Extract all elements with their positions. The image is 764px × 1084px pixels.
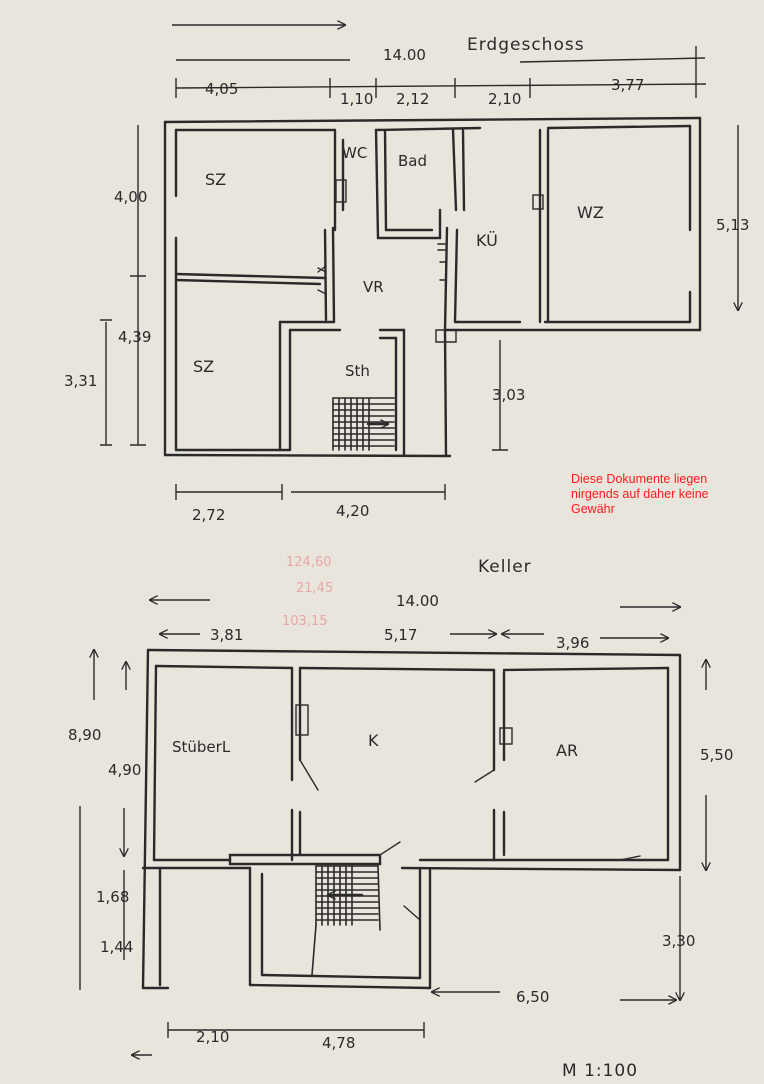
basement-labels: Keller 14.00 StüberL K AR <box>172 557 578 760</box>
ground-floor-plan <box>163 116 702 458</box>
basement-dim-right-lower: 3,30 <box>662 932 695 950</box>
disclaimer-note: Diese Dokumente liegen nirgends auf dahe… <box>571 472 756 517</box>
room-sth: Sth <box>345 362 370 380</box>
basement-dim-top-1: 3,81 <box>210 626 243 644</box>
basement-dim-left-lower-2: 1,44 <box>100 938 133 956</box>
basement-fixtures <box>295 704 641 921</box>
ground-floor-total-width: 14.00 <box>383 46 426 64</box>
dim-left-lower: 3,31 <box>64 372 97 390</box>
room-stueberl: StüberL <box>172 738 231 756</box>
dim-left-mid: 4,39 <box>118 328 151 346</box>
room-bad: Bad <box>398 152 427 170</box>
basement-dim-top-2: 5,17 <box>384 626 417 644</box>
room-vr: VR <box>363 278 384 296</box>
dim-top-3: 2,12 <box>396 90 429 108</box>
ground-floor-title: Erdgeschoss <box>467 35 585 55</box>
basement-dim-left-lower-1: 1,68 <box>96 888 129 906</box>
ground-floor-walls <box>163 116 702 458</box>
dim-top-1: 4,05 <box>205 80 238 98</box>
dim-top-2: 1,10 <box>340 90 373 108</box>
ground-floor-labels: Erdgeschoss 14.00 SZ SZ WC Bad KÜ WZ VR … <box>193 35 604 380</box>
dim-left-upper: 4,00 <box>114 188 147 206</box>
room-sz-lower: SZ <box>193 357 214 376</box>
disclaimer-line-2: nirgends auf daher keine <box>571 487 709 501</box>
room-k: K <box>368 731 379 750</box>
basement-dim-top-3: 3,96 <box>556 634 589 652</box>
dim-top-5: 3,77 <box>611 76 644 94</box>
basement-walls <box>141 648 682 990</box>
disclaimer-line-1: Diese Dokumente liegen <box>571 472 708 486</box>
top-segment-line <box>175 83 707 89</box>
pencil-note-1: 124,60 <box>286 555 332 570</box>
top-right-line <box>519 57 706 63</box>
basement-dim-left-total: 8,90 <box>68 726 101 744</box>
pencil-note-3: 103,15 <box>282 614 328 629</box>
pencil-notes: 124,60 21,45 103,15 <box>282 555 333 629</box>
ground-floor-dimensions <box>100 25 738 500</box>
ground-floor-fixtures <box>317 179 544 343</box>
basement-dim-bottom-1: 2,10 <box>196 1028 229 1046</box>
basement-dimensions <box>79 600 706 1055</box>
disclaimer-line-3: Gewähr <box>571 502 615 516</box>
room-sz-upper: SZ <box>205 170 226 189</box>
room-kue: KÜ <box>476 231 498 250</box>
basement-dim-right-upper: 5,50 <box>700 746 733 764</box>
room-wc: WC <box>342 144 367 162</box>
basement-stair-treads <box>311 865 381 976</box>
dim-bottom-1: 2,72 <box>192 506 225 524</box>
ground-floor-dimension-labels: 4,05 1,10 2,12 2,10 3,77 4,00 3,31 4,39 … <box>64 76 749 524</box>
basement-total-width: 14.00 <box>396 592 439 610</box>
pencil-note-2: 21,45 <box>296 581 333 596</box>
dim-bottom-2: 4,20 <box>336 502 369 520</box>
scale-label: M 1:100 <box>562 1061 638 1080</box>
basement-plan <box>141 648 682 990</box>
room-ar: AR <box>556 741 578 760</box>
basement-dim-left-upper: 4,90 <box>108 761 141 779</box>
basement-title: Keller <box>478 557 532 577</box>
basement-dim-bottom-2: 4,78 <box>322 1034 355 1052</box>
dim-stair-right: 3,03 <box>492 386 525 404</box>
dim-right: 5,13 <box>716 216 749 234</box>
basement-dimension-labels: 3,81 5,17 3,96 8,90 4,90 1,68 1,44 5,50 … <box>68 626 733 1052</box>
basement-dim-bottom-right: 6,50 <box>516 988 549 1006</box>
room-wz: WZ <box>577 203 604 222</box>
ground-floor-stair-treads <box>332 397 395 451</box>
dim-top-4: 2,10 <box>488 90 521 108</box>
